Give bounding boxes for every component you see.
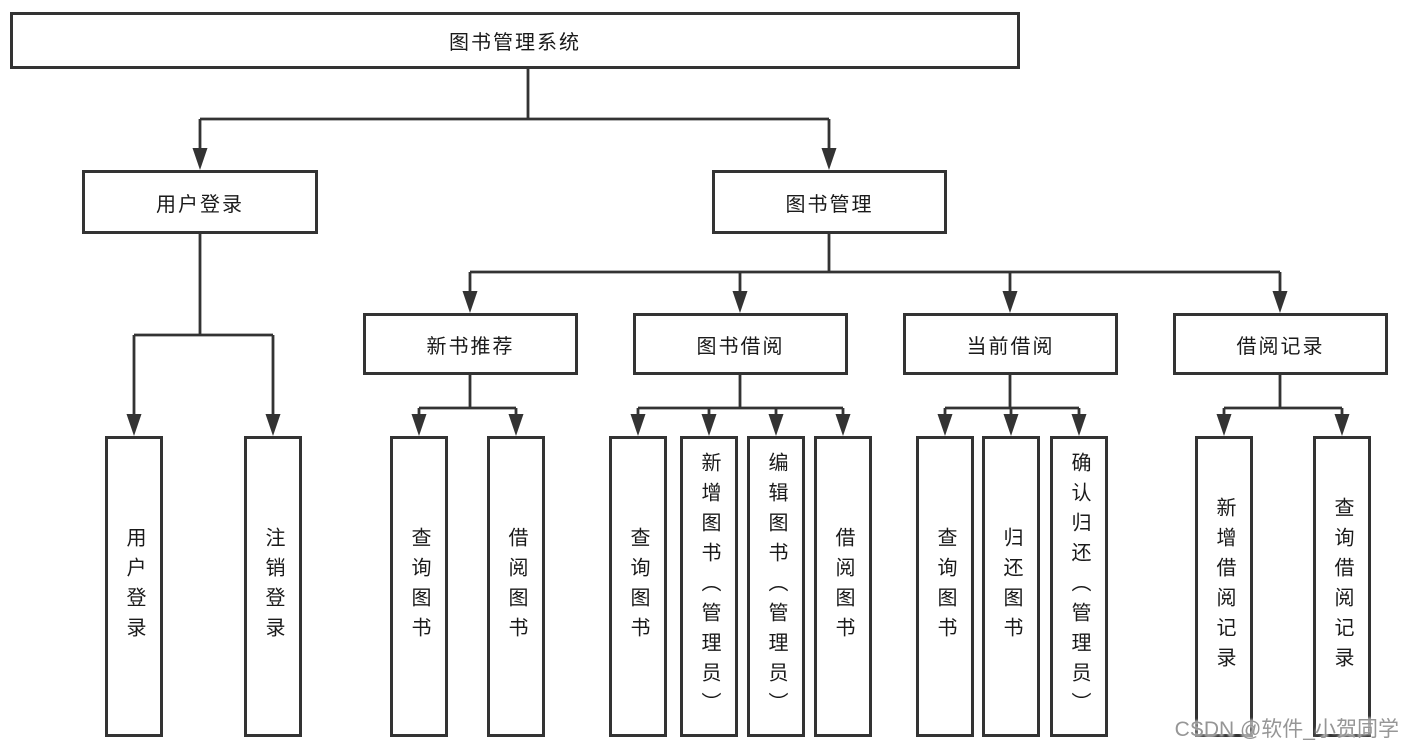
leaf-add-borrow-record: 新增借阅记录 <box>1195 436 1253 737</box>
leaf-query-books-borrowing-label: 查询图书 <box>627 526 649 647</box>
leaf-query-books-borrowing: 查询图书 <box>609 436 667 737</box>
leaf-return-books: 归还图书 <box>982 436 1040 737</box>
leaf-logout-label: 注销登录 <box>262 526 284 647</box>
node-book-borrowing: 图书借阅 <box>633 313 848 375</box>
leaf-edit-book-admin: 编辑图书（管理员） <box>747 436 805 737</box>
leaf-borrow-books-borrowing: 借阅图书 <box>814 436 872 737</box>
leaf-edit-book-admin-label: 编辑图书（管理员） <box>765 451 787 722</box>
node-borrow-records: 借阅记录 <box>1173 313 1388 375</box>
leaf-query-books-current: 查询图书 <box>916 436 974 737</box>
node-user-login: 用户登录 <box>82 170 318 234</box>
leaf-query-books-recommend-label: 查询图书 <box>408 526 430 647</box>
node-book-borrowing-label: 图书借阅 <box>696 335 785 358</box>
node-library-system-label: 图书管理系统 <box>449 32 581 54</box>
leaf-return-books-label: 归还图书 <box>1000 526 1022 647</box>
node-book-management: 图书管理 <box>712 170 947 234</box>
leaf-query-books-current-label: 查询图书 <box>934 526 956 647</box>
csdn-watermark: CSDN @软件_小贺同学 <box>1174 718 1399 741</box>
node-new-book-recommend-label: 新书推荐 <box>426 335 515 358</box>
leaf-add-borrow-record-label: 新增借阅记录 <box>1213 496 1235 677</box>
leaf-confirm-return-admin: 确认归还（管理员） <box>1050 436 1108 737</box>
leaf-query-borrow-record: 查询借阅记录 <box>1313 436 1371 737</box>
leaf-borrow-books-borrowing-label: 借阅图书 <box>832 526 854 647</box>
leaf-borrow-books-recommend-label: 借阅图书 <box>505 526 527 647</box>
leaf-add-book-admin: 新增图书（管理员） <box>680 436 738 737</box>
leaf-add-book-admin-label: 新增图书（管理员） <box>698 451 720 722</box>
node-current-borrowing: 当前借阅 <box>903 313 1118 375</box>
node-library-system: 图书管理系统 <box>10 12 1020 69</box>
leaf-confirm-return-admin-label: 确认归还（管理员） <box>1068 451 1090 722</box>
node-book-management-label: 图书管理 <box>785 193 874 216</box>
node-new-book-recommend: 新书推荐 <box>363 313 578 375</box>
node-current-borrowing-label: 当前借阅 <box>966 335 1055 358</box>
leaf-query-books-recommend: 查询图书 <box>390 436 448 737</box>
node-borrow-records-label: 借阅记录 <box>1236 335 1325 358</box>
leaf-borrow-books-recommend: 借阅图书 <box>487 436 545 737</box>
leaf-user-login: 用户登录 <box>105 436 163 737</box>
leaf-user-login-label: 用户登录 <box>123 526 145 647</box>
leaf-query-borrow-record-label: 查询借阅记录 <box>1331 496 1353 677</box>
node-user-login-label: 用户登录 <box>156 193 244 216</box>
leaf-logout: 注销登录 <box>244 436 302 737</box>
